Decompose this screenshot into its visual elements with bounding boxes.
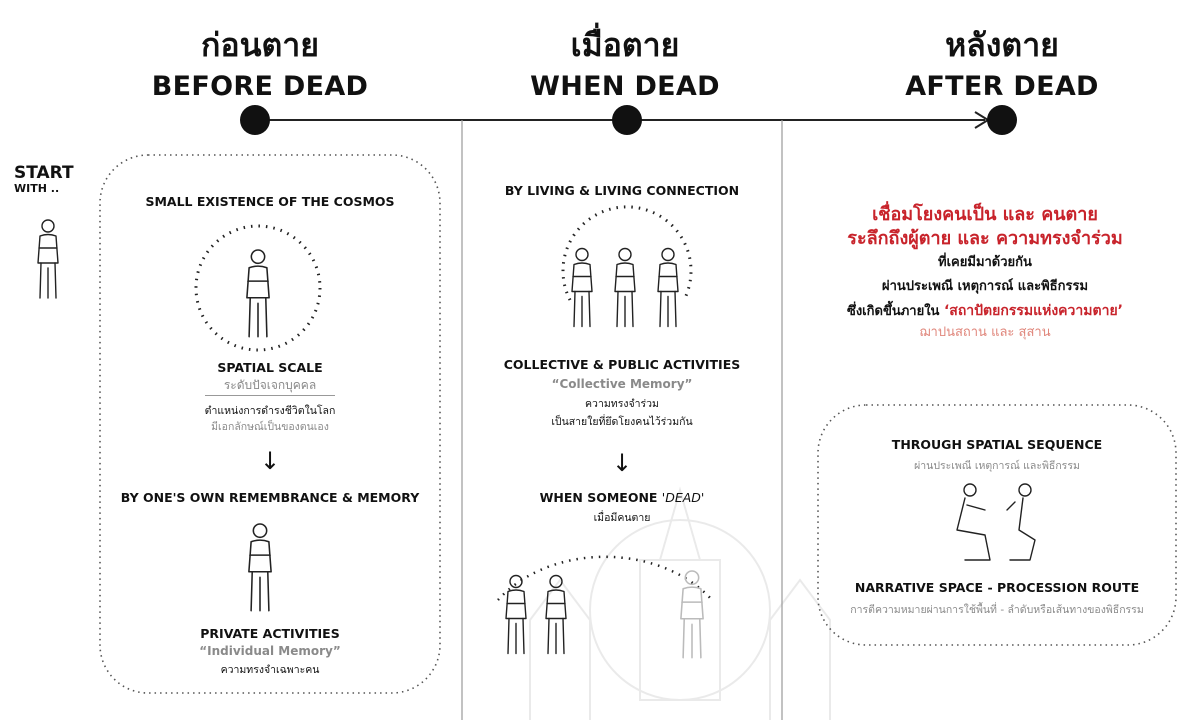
cosmos-circle [194, 224, 322, 352]
university-seal-watermark [529, 486, 831, 720]
after-line6: ฌาปนสถาน และ สุสาน [919, 325, 1051, 340]
when-someone-dead: 'DEAD' [661, 490, 705, 505]
column-before: ก่อนตาย BEFORE DEAD [130, 20, 390, 102]
after-statement: เชื่อมโยงคนเป็น และ คนตาย ระลึกถึงผู้ตาย… [790, 203, 1177, 342]
after-line5: ซึ่งเกิดขึ้นภายใน ‘สถาปัตยกรรมแห่งความตา… [790, 299, 1177, 324]
start-label-line1: START [14, 163, 74, 183]
person-icon-deceased [680, 570, 704, 659]
before-quote: “Individual Memory” [199, 644, 341, 658]
after-line5-prefix: ซึ่งเกิดขึ้นภายใน [847, 304, 944, 319]
before-scale-title: SPATIAL SCALE [217, 360, 323, 375]
after-frame [817, 404, 1177, 646]
before-memory-heading: BY ONE'S OWN REMEMBRANCE & MEMORY [120, 490, 420, 505]
when-someone: WHEN SOMEONE 'DEAD' [463, 490, 781, 505]
before-activities: PRIVATE ACTIVITIES [200, 626, 340, 641]
column-after-english: AFTER DEAD [905, 71, 1099, 102]
timeline-dot-before [240, 105, 270, 135]
before-down-arrow-icon: ↓ [259, 447, 281, 475]
when-someone-thai: เมื่อมีคนตาย [593, 512, 651, 524]
column-when-english: WHEN DEAD [530, 71, 720, 102]
after-narrative-heading: NARRATIVE SPACE - PROCESSION ROUTE [854, 580, 1140, 595]
before-quote-thai: ความทรงจำเฉพาะคน [220, 664, 320, 676]
group-icon-living [571, 247, 679, 328]
after-sequence-heading: THROUGH SPATIAL SEQUENCE [891, 437, 1103, 452]
after-sequence-thai: ผ่านประเพณี เหตุการณ์ และพิธีกรรม [914, 460, 1080, 472]
when-someone-prefix: WHEN SOMEONE [539, 490, 662, 505]
after-line5-red: ‘สถาปัตยกรรมแห่งความตาย’ [943, 303, 1123, 319]
when-thai-1: ความทรงจำร่วม [585, 398, 659, 410]
when-activities: COLLECTIVE & PUBLIC ACTIVITIES [503, 357, 741, 372]
column-before-thai: ก่อนตาย [201, 26, 319, 64]
person-icon-private [248, 523, 272, 612]
before-desc-line2: มีเอกลักษณ์เป็นของตนเอง [211, 421, 329, 433]
person-icon-cosmos [246, 249, 270, 338]
column-after-thai: หลังตาย [945, 26, 1059, 64]
after-narrative-thai: การตีความหมายผ่านการใช้พื้นที่ - ลำดับหร… [850, 604, 1144, 616]
when-quote: “Collective Memory” [551, 377, 693, 391]
after-line4: ผ่านประเพณี เหตุการณ์ และพิธีกรรม [881, 279, 1089, 294]
column-after: หลังตาย AFTER DEAD [872, 20, 1132, 102]
timeline-dot-after [987, 105, 1017, 135]
column-when: เมื่อตาย WHEN DEAD [495, 20, 755, 102]
after-red-line1: เชื่อมโยงคนเป็น และ คนตาย [872, 204, 1098, 225]
before-frame [99, 154, 441, 694]
timeline-dot-when [612, 105, 642, 135]
column-before-english: BEFORE DEAD [151, 71, 369, 102]
group-icon-mourners [505, 574, 567, 655]
before-divider [205, 395, 335, 396]
when-heading: BY LIVING & LIVING CONNECTION [504, 183, 740, 198]
after-line3: ที่เคยมีมาด้วยกัน [938, 255, 1032, 270]
when-thai-2: เป็นสายใยที่ยึดโยงคนไว้ร่วมกัน [551, 416, 693, 428]
before-heading: SMALL EXISTENCE OF THE COSMOS [145, 194, 395, 209]
start-label: START WITH .. [14, 163, 74, 196]
before-scale-sub: ระดับปัจเจกบุคคล [223, 378, 317, 392]
start-label-line2: WITH .. [14, 182, 60, 195]
column-when-thai: เมื่อตาย [570, 26, 680, 64]
after-red-line2: ระลึกถึงผู้ตาย และ ความทรงจำร่วม [847, 228, 1123, 249]
when-down-arrow-icon: ↓ [611, 449, 633, 477]
kneeling-figures-icon [956, 483, 1036, 561]
person-icon-start [37, 219, 59, 299]
before-desc-line1: ตำแหน่งการดำรงชีวิตในโลก [204, 405, 336, 417]
